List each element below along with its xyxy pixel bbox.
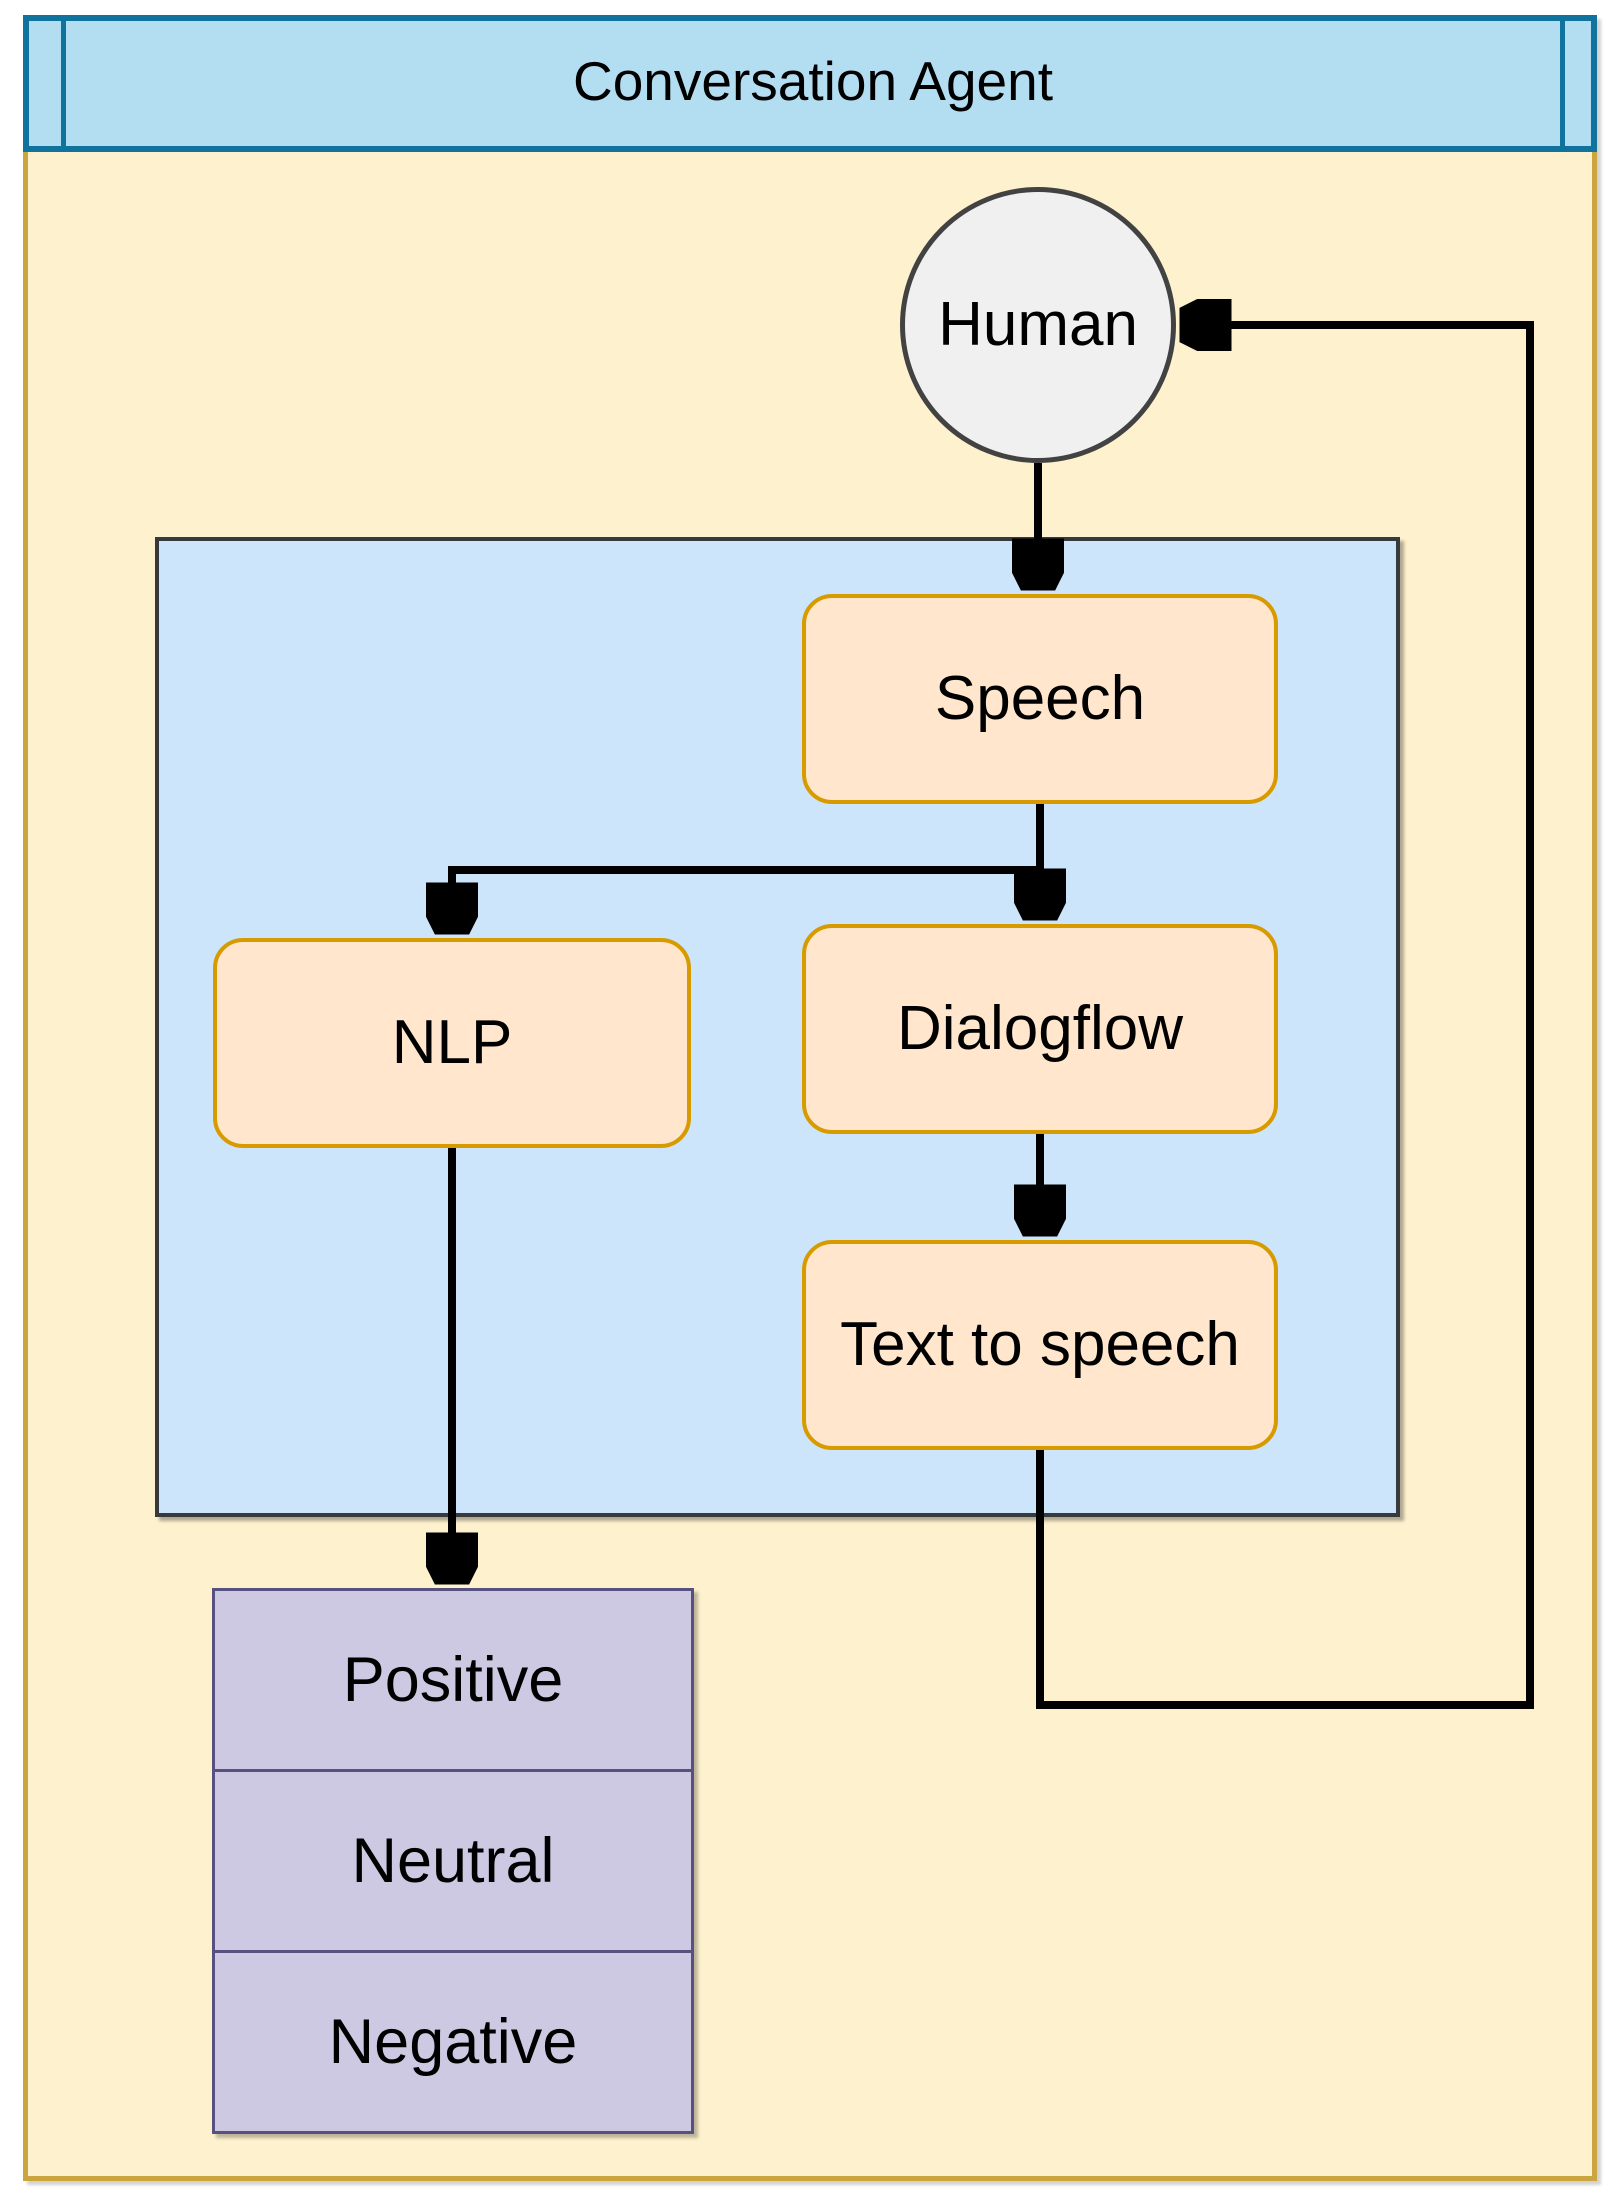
node-nlp-label: NLP [391, 1008, 513, 1077]
sentiment-stack: Positive Neutral Negative [212, 1588, 694, 2134]
node-dialogflow: Dialogflow [802, 924, 1278, 1134]
sentiment-positive-label: Positive [342, 1644, 564, 1715]
node-text-to-speech: Text to speech [802, 1240, 1278, 1450]
diagram-title: Conversation Agent [572, 50, 1054, 112]
title-bar-left-cell [29, 21, 66, 146]
sentiment-row-positive: Positive [212, 1588, 694, 1772]
node-human-label: Human [938, 290, 1138, 359]
sentiment-negative-label: Negative [328, 2006, 578, 2077]
sentiment-row-neutral: Neutral [212, 1769, 694, 1953]
node-speech: Speech [802, 594, 1278, 804]
diagram-title-bar: Conversation Agent [23, 15, 1597, 152]
node-text-to-speech-label: Text to speech [840, 1310, 1240, 1379]
sentiment-neutral-label: Neutral [351, 1825, 555, 1896]
node-nlp: NLP [213, 938, 691, 1148]
node-dialogflow-label: Dialogflow [896, 994, 1184, 1063]
node-human: Human [900, 187, 1176, 463]
title-bar-right-cell [1560, 21, 1591, 146]
sentiment-row-negative: Negative [212, 1950, 694, 2134]
node-speech-label: Speech [934, 664, 1146, 733]
